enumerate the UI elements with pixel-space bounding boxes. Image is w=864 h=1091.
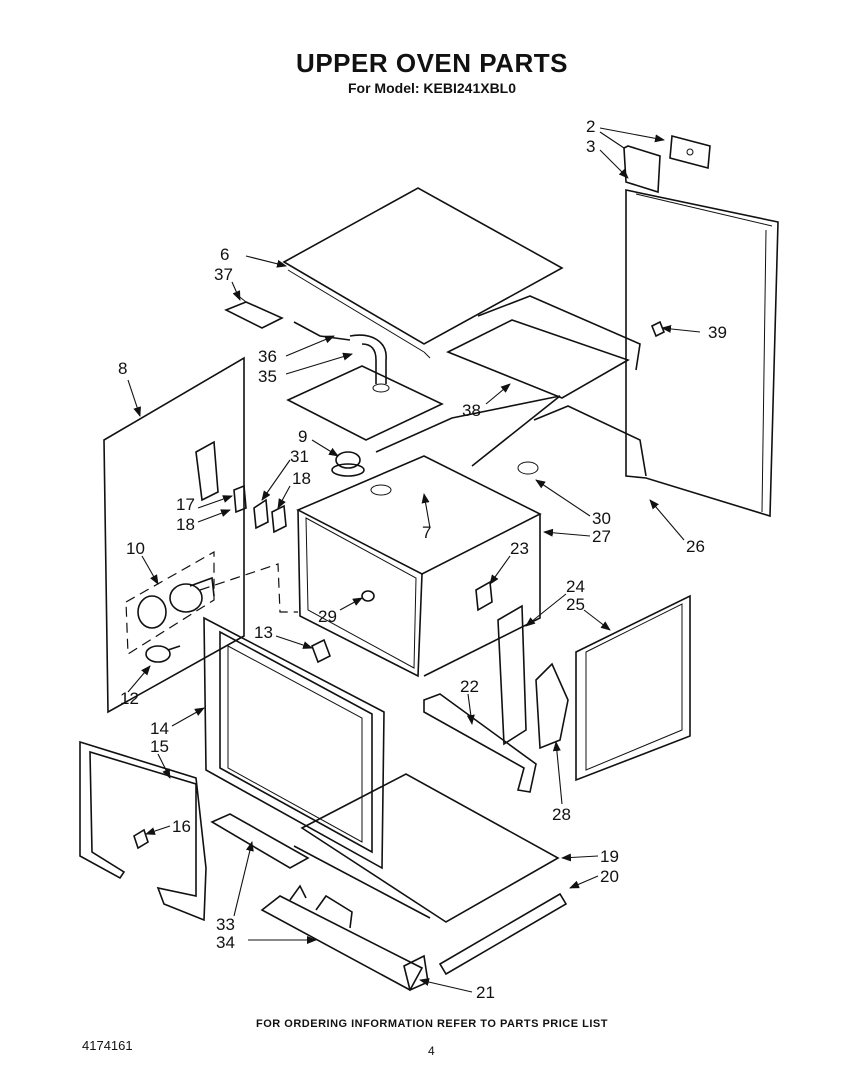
callout-38: 38 — [462, 401, 481, 420]
part-24-strip — [497, 604, 527, 746]
part-2-bracket — [669, 134, 711, 170]
part-13-latch — [310, 638, 332, 664]
callout-12: 12 — [120, 689, 139, 708]
callout-18-a: 18 — [292, 469, 311, 488]
part-15-gasket — [79, 740, 207, 922]
callout-28: 28 — [552, 805, 571, 824]
part-27-oven-cavity — [296, 455, 542, 678]
callout-3: 3 — [586, 137, 595, 156]
callout-27: 27 — [592, 527, 611, 546]
part-12-bulb — [145, 645, 181, 663]
callout-14: 14 — [150, 719, 169, 738]
callout-8: 8 — [118, 359, 127, 378]
part-22-rail — [423, 693, 537, 793]
callout-6: 6 — [220, 245, 229, 264]
callout-2: 2 — [586, 117, 595, 136]
part-25-door-panel — [575, 594, 691, 782]
part-oven-top-shelf — [286, 365, 561, 467]
leader-lines — [127, 127, 701, 993]
callout-13: 13 — [254, 623, 273, 642]
part-26-back-panel — [623, 145, 779, 518]
callout-20: 20 — [600, 867, 619, 886]
callout-19: 19 — [600, 847, 619, 866]
callout-24: 24 — [566, 577, 585, 596]
callout-18-b: 18 — [176, 515, 195, 534]
part-31-sensor — [253, 498, 287, 534]
part-23-bracket — [475, 580, 493, 612]
part-35-36-vent-tube — [293, 321, 390, 393]
part-14-front-frame — [203, 616, 385, 870]
page-number: 4 — [428, 1044, 435, 1058]
callout-25: 25 — [566, 595, 585, 614]
part-29-plug — [361, 590, 375, 602]
callout-16: 16 — [172, 817, 191, 836]
callout-35: 35 — [258, 367, 277, 386]
callout-26: 26 — [686, 537, 705, 556]
callout-31: 31 — [290, 447, 309, 466]
model-subtitle: For Model: KEBI241XBL0 — [347, 80, 517, 96]
callout-23: 23 — [510, 539, 529, 558]
ordering-note: FOR ORDERING INFORMATION REFER TO PARTS … — [256, 1018, 608, 1030]
callout-10: 10 — [126, 539, 145, 558]
part-8-side-panel — [103, 356, 245, 714]
callout-36: 36 — [258, 347, 277, 366]
callout-15: 15 — [150, 737, 169, 756]
callout-21: 21 — [476, 983, 495, 1002]
part-33-bracket — [210, 813, 310, 869]
part-16-screw — [133, 828, 149, 850]
part-6-top-cover — [282, 187, 564, 359]
part-28-hinge — [535, 662, 569, 750]
part-9-thermostat — [331, 451, 365, 477]
callout-34: 34 — [216, 933, 235, 952]
callout-29: 29 — [318, 607, 337, 626]
callout-39: 39 — [708, 323, 727, 342]
callout-17: 17 — [176, 495, 195, 514]
callout-7: 7 — [422, 523, 431, 542]
part-39-clip — [650, 320, 666, 338]
part-10-light-assembly — [125, 550, 298, 656]
part-38-inner-panel — [446, 295, 647, 477]
part-34-lower-rail — [260, 884, 424, 992]
page-title: UPPER OVEN PARTS — [296, 48, 568, 78]
part-17-clip — [195, 440, 247, 514]
callout-labels: 2 3 6 37 36 35 39 8 9 31 18 38 17 18 30 … — [118, 117, 727, 1002]
callout-33: 33 — [216, 915, 235, 934]
part-19-bottom-panel — [293, 773, 560, 923]
callout-22: 22 — [460, 677, 479, 696]
part-37-bracket — [224, 293, 284, 329]
part-20-strip — [438, 892, 568, 976]
callout-30: 30 — [592, 509, 611, 528]
callout-9: 9 — [298, 427, 307, 446]
callout-37: 37 — [214, 265, 233, 284]
document-number: 4174161 — [82, 1038, 133, 1053]
